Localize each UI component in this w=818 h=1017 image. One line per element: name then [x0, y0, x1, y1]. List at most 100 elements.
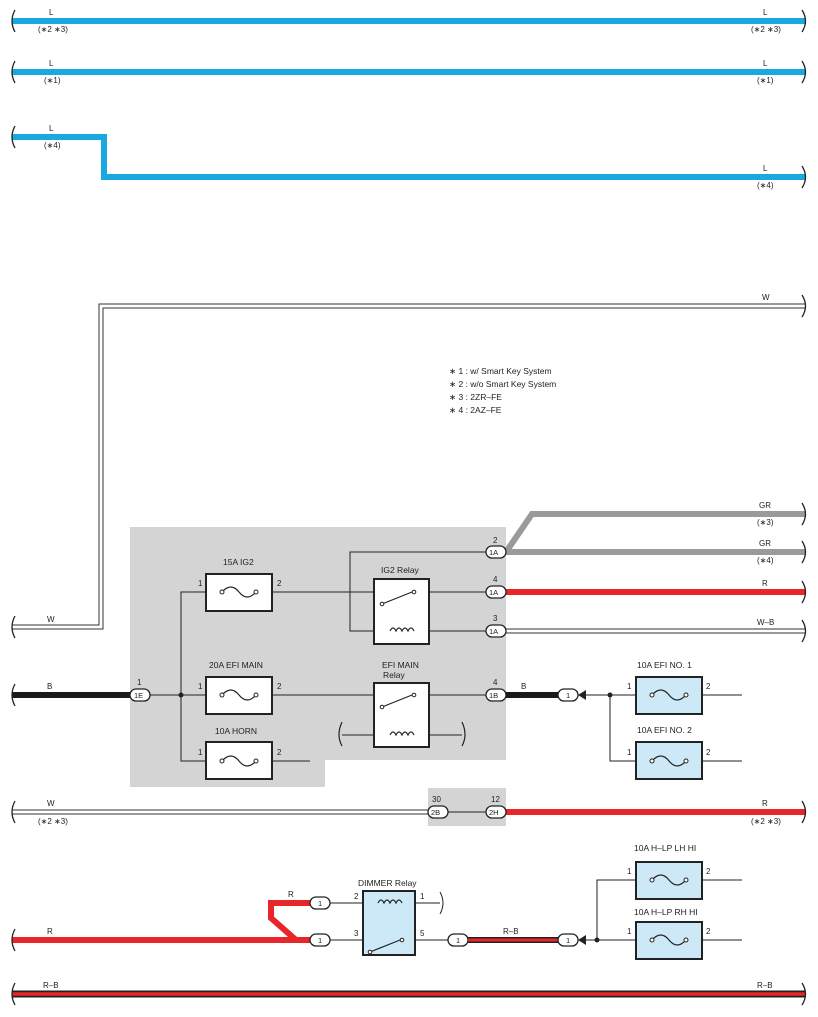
- pin-label: 2: [277, 748, 282, 757]
- connector-2h: 2H 12: [485, 795, 507, 819]
- connector-id: 1: [566, 691, 570, 700]
- pin-label: 2: [354, 892, 359, 901]
- fuse-title: 10A H–LP LH HI: [634, 843, 696, 853]
- wire-label: GR: [759, 539, 771, 548]
- wire-dimmer-r: R R: [11, 890, 310, 952]
- connector-1a-3: 1A 3: [485, 614, 507, 638]
- wire-note: (∗3): [757, 518, 774, 527]
- fuse-title: 10A EFI NO. 2: [637, 725, 692, 735]
- connector-id: 2H: [489, 808, 499, 817]
- fuse-title: 10A HORN: [215, 726, 257, 736]
- relay-dimmer: DIMMER Relay 2 1 3 5: [354, 878, 425, 956]
- connector-1a-4: 1A 4: [485, 575, 507, 599]
- break-right-gr4: [801, 540, 807, 564]
- connector-id: 1A: [489, 627, 498, 636]
- pin-label: 3: [354, 929, 359, 938]
- wire-note: (∗4): [757, 556, 774, 565]
- break-right-top1: [801, 9, 807, 33]
- junction-box: [130, 527, 506, 787]
- fuse-10a-efi-no2: 10A EFI NO. 2 1 2: [627, 725, 711, 780]
- wire-note: (∗1): [44, 76, 61, 85]
- pin-label: 1: [627, 867, 632, 876]
- wire-row-top2: L (∗1) L (∗1): [11, 59, 807, 85]
- fuse-title: 15A IG2: [223, 557, 254, 567]
- wire-label: L: [763, 59, 768, 68]
- connector-id: 1B: [489, 691, 498, 700]
- wire-w-main: W W: [11, 293, 807, 639]
- note-line: ∗ 3 : 2ZR–FE: [449, 392, 502, 402]
- pin-label: 1: [627, 748, 632, 757]
- pin-label: 1: [627, 682, 632, 691]
- pin-label: 1: [198, 579, 203, 588]
- dimmer-thin-wires: [330, 891, 448, 941]
- wire-label: W–B: [757, 618, 774, 627]
- pin-label: 2: [706, 748, 711, 757]
- relay-title-2: Relay: [383, 670, 405, 680]
- relay-title: DIMMER Relay: [358, 878, 417, 888]
- connector-id: 1E: [134, 691, 143, 700]
- wire-note: (∗4): [44, 141, 61, 150]
- junction-dot: [594, 937, 600, 943]
- wire-label: L: [763, 8, 768, 17]
- wire-label: L: [49, 59, 54, 68]
- pin-label: 4: [493, 575, 498, 584]
- relay-efi-main: EFI MAIN Relay: [338, 660, 466, 748]
- fuse-10a-hlp-rh-hi: 10A H–LP RH HI 1 2: [627, 907, 711, 960]
- relay-ig2: IG2 Relay: [373, 565, 430, 645]
- break-right-gr3: [801, 502, 807, 526]
- wire-l-top3: [12, 134, 805, 180]
- wire-label: B: [47, 682, 52, 691]
- fuse-10a-efi-no1: 10A EFI NO. 1 1 2: [627, 660, 711, 715]
- legend-notes: ∗ 1 : w/ Smart Key System ∗ 2 : w/o Smar…: [449, 366, 556, 415]
- wire-note: (∗2 ∗3): [751, 817, 781, 826]
- wire-r-ig2: R: [506, 579, 807, 604]
- connector-dim-upper: 1: [309, 896, 331, 910]
- pin-label: 1: [198, 748, 203, 757]
- fuse-title: 10A H–LP RH HI: [634, 907, 698, 917]
- note-line: ∗ 2 : w/o Smart Key System: [449, 379, 556, 389]
- pin-label: 2: [277, 682, 282, 691]
- wire-label: B: [521, 682, 526, 691]
- wire-note: (∗2 ∗3): [38, 817, 68, 826]
- wire-row-top3: L (∗4) L (∗4): [11, 124, 807, 190]
- connector-id: 1A: [489, 548, 498, 557]
- pin-label: 2: [277, 579, 282, 588]
- pin-label: 1: [198, 682, 203, 691]
- note-line: ∗ 1 : w/ Smart Key System: [449, 366, 552, 376]
- break-right-w: [801, 294, 807, 318]
- connector-id: 1: [456, 936, 460, 945]
- connector-dim-out: 1: [447, 933, 469, 947]
- wire-label: GR: [759, 501, 771, 510]
- wire-b: B B: [11, 682, 558, 707]
- pin-label: 3: [493, 614, 498, 623]
- pin-label: 30: [432, 795, 441, 804]
- connector-dim-lower: 1: [309, 933, 331, 947]
- wire-row-bottom-rb: R–B R–B: [11, 981, 807, 1006]
- wire-label: R–B: [503, 927, 519, 936]
- wire-wb: W–B: [506, 618, 807, 643]
- note-line: ∗ 4 : 2AZ–FE: [449, 405, 502, 415]
- relay-title: IG2 Relay: [381, 565, 420, 575]
- hlp-thin-wires: [586, 879, 742, 941]
- wire-label: L: [49, 8, 54, 17]
- pin-label: 1: [137, 678, 142, 687]
- pin-label: 4: [493, 678, 498, 687]
- wire-label: R–B: [43, 981, 59, 990]
- wire-label: W: [47, 615, 55, 624]
- efi-branch: 1: [557, 688, 742, 762]
- fuse-10a-hlp-lh-hi: 10A H–LP LH HI 1 2: [627, 843, 711, 900]
- relay-title: EFI MAIN: [382, 660, 419, 670]
- wire-label: R–B: [757, 981, 773, 990]
- pin-label: 1: [627, 927, 632, 936]
- wire-label: W: [762, 293, 770, 302]
- wire-rb-dimmer: R–B: [468, 927, 558, 943]
- wire-note: (∗1): [757, 76, 774, 85]
- connector-1e: 1E 1: [129, 678, 151, 702]
- break-left-top1: [11, 9, 16, 33]
- wire-gr: GR (∗3) GR (∗4): [503, 501, 807, 565]
- wire-row-2b-2h: W (∗2 ∗3) R (∗2 ∗3): [11, 799, 807, 826]
- connector-id: 1: [318, 899, 322, 908]
- connector-1b: 1B 4: [485, 678, 507, 702]
- connector-hlp: 1: [557, 933, 586, 947]
- break-right-top2: [801, 60, 807, 84]
